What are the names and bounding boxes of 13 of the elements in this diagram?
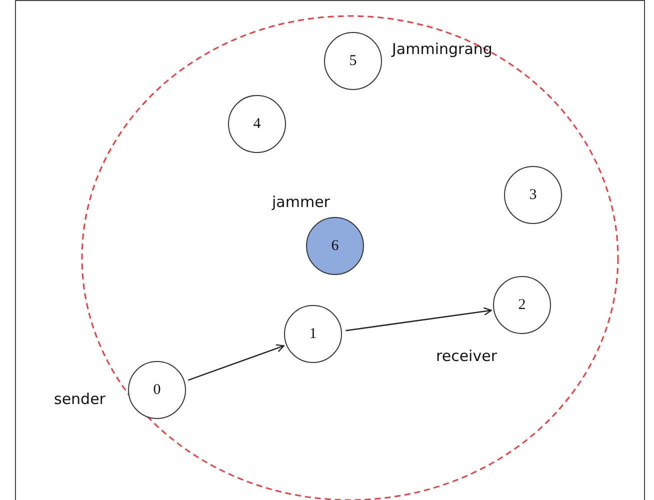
- range-label: Jammingrang: [392, 40, 492, 58]
- node-number: 1: [309, 326, 317, 342]
- node-number: 0: [153, 382, 161, 398]
- arrow: [188, 344, 284, 381]
- node-number: 4: [253, 116, 261, 132]
- node-number: 5: [349, 52, 357, 70]
- node-caption: receiver: [436, 347, 497, 365]
- node-number: 3: [529, 186, 537, 204]
- node-caption: sender: [54, 390, 106, 408]
- node-number: 6: [331, 238, 339, 254]
- node-number: 2: [518, 296, 526, 314]
- arrow: [346, 307, 492, 332]
- node-caption: jammer: [272, 193, 330, 211]
